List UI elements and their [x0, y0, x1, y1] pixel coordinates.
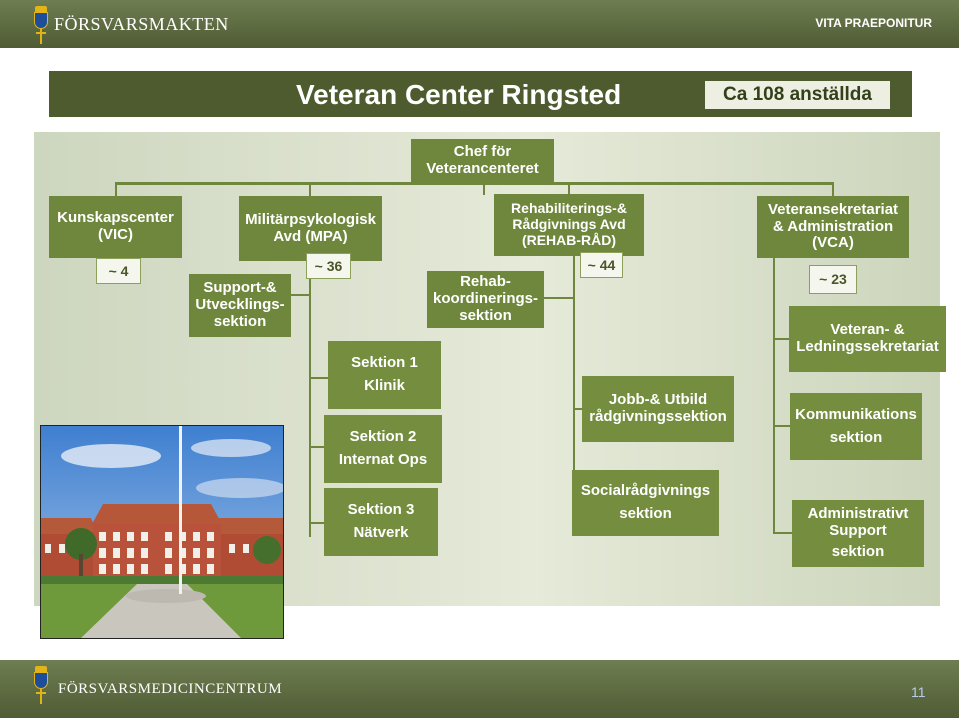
vca-node: Veteransekretariat& Administration(VCA) [757, 196, 909, 258]
connector-line [309, 377, 329, 379]
rehab-node: Rehabiliterings-&Rådgivnings Avd(REHAB-R… [494, 194, 644, 256]
connector-line [832, 183, 834, 196]
connector-line [773, 425, 790, 427]
connector-line [309, 446, 325, 448]
staff-count-badge: Ca 108 anställda [705, 81, 890, 109]
building-photo [40, 425, 284, 639]
rehab-count-badge: ~ 44 [580, 252, 623, 278]
connector-line [543, 297, 575, 299]
veteran-led-node: Veteran- &Ledningssekretariat [789, 306, 946, 372]
connector-line [773, 532, 792, 534]
rehabkoord-node: Rehab-koordinerings-sektion [427, 271, 544, 328]
connector-line [309, 522, 325, 524]
vca-count-badge: ~ 23 [809, 265, 857, 294]
connector-line [573, 256, 575, 509]
connector-line [573, 408, 583, 410]
mpa-count-badge: ~ 36 [306, 253, 351, 279]
crest-icon [34, 666, 48, 704]
footer-brand: FÖRSVARSMEDICINCENTRUM [58, 681, 283, 697]
connector-line [290, 294, 310, 296]
top-header-bar [0, 0, 959, 48]
vic-count-badge: ~ 4 [96, 258, 141, 284]
connector-line [773, 258, 775, 534]
support-node: Support-&Utvecklings-sektion [189, 274, 291, 337]
vic-node: Kunskapscenter(VIC) [49, 196, 182, 258]
connector-line [483, 183, 485, 195]
connector-line [115, 182, 834, 185]
connector-line [309, 261, 311, 537]
connector-line [773, 338, 790, 340]
motto: VITA PRAEPONITUR [815, 16, 932, 30]
brand-name: FÖRSVARSMAKTEN [54, 14, 229, 34]
footer-bar [0, 660, 959, 718]
page-title: Veteran Center Ringsted [296, 79, 622, 110]
connector-line [115, 183, 117, 196]
crest-icon [34, 6, 48, 44]
page-number: 11 [911, 684, 926, 700]
connector-line [309, 183, 311, 196]
connector-line [568, 183, 570, 194]
